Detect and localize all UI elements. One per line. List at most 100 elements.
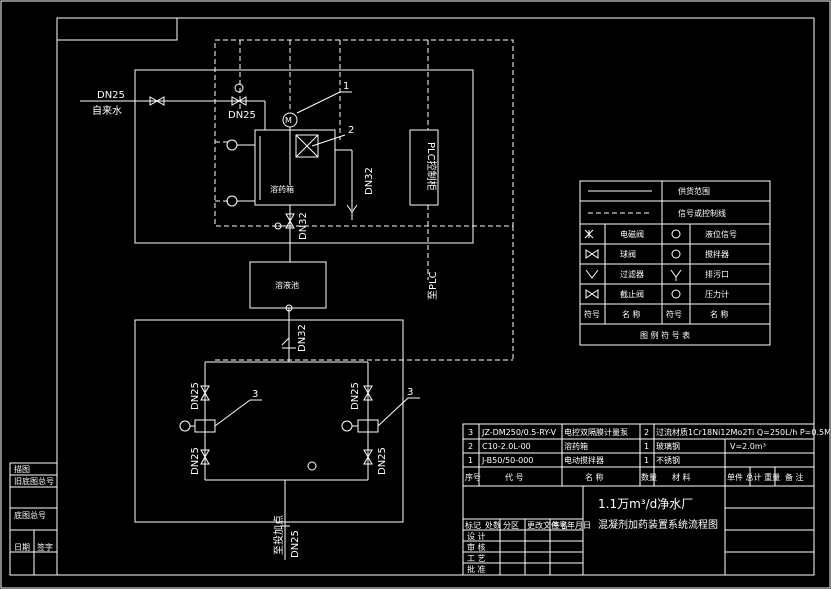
title-line1: 1.1万m³/d净水厂 xyxy=(598,497,693,511)
top-left-box xyxy=(56,17,178,41)
legend-r3b: 液位信号 xyxy=(705,229,737,239)
label-dn32-pump: DN32 xyxy=(297,324,308,352)
legend-drain-icon xyxy=(670,269,682,281)
legend-solenoid-icon xyxy=(584,229,594,239)
bom-r1-no: 3 xyxy=(468,428,473,437)
legend-h4: 名 称 xyxy=(710,309,729,319)
valve-right-bottom-icon xyxy=(363,449,373,459)
filter-icon xyxy=(281,337,296,349)
legend-r1: 供货范围 xyxy=(678,186,710,196)
outlet-gauge-icon xyxy=(307,461,317,471)
bom-h-note: 备 注 xyxy=(785,472,804,482)
signal-lines xyxy=(214,39,514,361)
label-dn32-bottom: DN32 xyxy=(298,212,309,240)
label-dn25-inlet: DN25 xyxy=(97,90,125,101)
supply-box-bottom xyxy=(134,319,404,523)
tb-lbl-3: 更改文件号 xyxy=(527,520,567,530)
ball-valve-icon xyxy=(285,213,295,223)
tb-lbl-4: 签名 xyxy=(552,520,568,530)
leader-2 xyxy=(311,134,346,147)
plc-cabinet xyxy=(409,129,439,206)
supply-box-top xyxy=(134,69,474,244)
title-block: 1.1万m³/d净水厂 混凝剂加药装置系统流程图 标记 处数 分区 更改文件号 … xyxy=(462,485,815,576)
bom-h-qty: 数量 xyxy=(641,472,657,482)
label-dn25-left-top: DN25 xyxy=(190,382,201,410)
level-signal-icon-top xyxy=(226,139,238,151)
stamp-c: 底图总号 xyxy=(14,510,46,520)
stamp-b: 旧底图总号 xyxy=(14,476,54,486)
legend-r6a: 截止阀 xyxy=(620,289,644,299)
svg-text:M: M xyxy=(285,116,292,125)
solenoid-valve-icon xyxy=(231,96,241,106)
tb-lbl-5: 年月日 xyxy=(567,520,591,530)
legend-ball-valve-icon xyxy=(585,249,593,259)
bom-r3-material: 不锈钢 xyxy=(656,455,680,465)
label-tank: 溶药箱 xyxy=(270,184,294,194)
pressure-gauge-right-icon xyxy=(341,420,353,432)
bom-r2-material: 玻璃钢 xyxy=(656,441,680,451)
legend-h3: 符号 xyxy=(666,309,682,319)
bom-h-code: 代 号 xyxy=(505,472,524,482)
legend-table: 供货范围 信号或控制线 电磁阀 液位信号 球阀 搅拌器 过滤器 排污口 截止阀 … xyxy=(579,180,771,346)
bom-r1-code: JZ-DM250/0.5-RY-V xyxy=(481,428,557,437)
tb-lbl-2: 分区 xyxy=(503,521,519,530)
bom-r3-qty: 1 xyxy=(644,456,649,465)
legend-r5a: 过滤器 xyxy=(620,269,644,279)
label-dn25-left-bot: DN25 xyxy=(190,447,201,475)
legend-globe-valve-icon xyxy=(585,289,593,299)
bom-h-material: 材 料 xyxy=(672,472,691,482)
tb-row-2: 工 艺 xyxy=(467,554,486,563)
callout-2: 2 xyxy=(348,125,354,136)
bom-r1-material: 过流材质1Cr18Ni12Mo2Ti Q=250L/h P=0.5MPa xyxy=(656,427,831,437)
leader-1 xyxy=(296,91,341,114)
title-line2: 混凝剂加药装置系统流程图 xyxy=(598,518,718,531)
valve-left-bottom-icon xyxy=(200,449,210,459)
bom-r2-qty: 1 xyxy=(644,442,649,451)
inlet-valve-icon xyxy=(149,96,159,106)
callout-3b: 3 xyxy=(407,387,413,398)
legend-mixer-icon xyxy=(671,249,681,259)
bom-r2-code: C10-2.0L-00 xyxy=(482,442,531,451)
tb-row-3: 批 准 xyxy=(467,564,486,574)
mixer-icon xyxy=(295,134,319,158)
bom-r2-name: 溶药箱 xyxy=(564,441,588,451)
bom-r1-qty: 2 xyxy=(644,428,649,437)
label-dn25-outlet: DN25 xyxy=(290,530,301,558)
tb-lbl-1: 处数 xyxy=(485,520,501,530)
legend-r2: 信号或控制线 xyxy=(678,208,726,218)
pressure-gauge-left-icon xyxy=(179,420,191,432)
legend-filter-icon xyxy=(585,269,599,279)
side-stamp: 描图 旧底图总号 底图总号 日期 签字 xyxy=(9,462,58,576)
label-plc: PLC控制柜 xyxy=(425,142,438,191)
label-dn25-right-top: DN25 xyxy=(350,382,361,410)
tb-lbl-0: 标记 xyxy=(465,520,481,530)
label-to-plc: 至PLC xyxy=(427,271,439,300)
label-outlet-note: 至投加点 xyxy=(272,515,285,555)
callout-3a: 3 xyxy=(252,389,258,400)
label-dn25-right-bot: DN25 xyxy=(377,447,388,475)
stamp-a: 描图 xyxy=(14,464,30,474)
bom-r3-code: J-B50/50-000 xyxy=(481,456,533,465)
bom-h-no: 序号 xyxy=(465,472,481,482)
bom-r3-name: 电动搅拌器 xyxy=(564,455,604,465)
legend-r4b: 搅拌器 xyxy=(705,249,729,259)
bom-h-name: 名 称 xyxy=(585,472,604,482)
legend-r5b: 排污口 xyxy=(705,269,729,279)
bom-r2-no: 2 xyxy=(468,442,473,451)
legend-level-icon xyxy=(671,229,681,239)
tb-row-0: 设 计 xyxy=(467,531,486,541)
bom-h-weight: 单件 总计 重量 xyxy=(727,472,780,482)
legend-h1: 符号 xyxy=(584,309,600,319)
bom-table: 3 JZ-DM250/0.5-RY-V 电控双隔膜计量泵 2 过流材质1Cr18… xyxy=(462,423,831,487)
legend-pressure-icon xyxy=(671,289,681,299)
label-tap-water: 自来水 xyxy=(92,104,122,117)
stamp-e: 签字 xyxy=(37,542,53,552)
drain-icon xyxy=(346,204,358,220)
label-dn32-right: DN32 xyxy=(364,167,375,195)
label-dn25-valve: DN25 xyxy=(228,110,256,121)
legend-r6b: 压力计 xyxy=(705,289,729,299)
stamp-d: 日期 xyxy=(14,543,30,552)
frame-border xyxy=(56,17,815,576)
